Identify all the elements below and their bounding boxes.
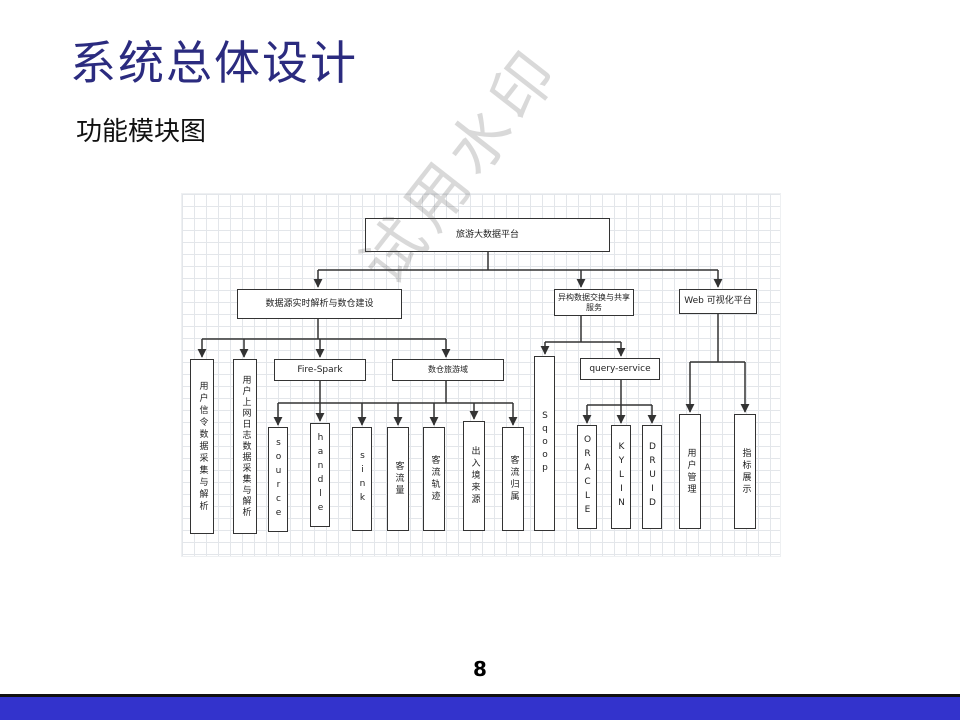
node-oracle: ORACLE — [577, 425, 597, 529]
node-fire-spark-label: Fire-Spark — [297, 364, 343, 375]
node-flow-volume: 客流量 — [387, 427, 409, 531]
node-metrics-display-label: 指标展示 — [740, 447, 751, 496]
node-exchange: 异构数据交换与共享服务 — [554, 289, 634, 316]
node-source-label: source — [273, 437, 284, 522]
node-border-origin-label: 出入境来源 — [469, 446, 480, 506]
node-sqoop-label: Sqoop — [540, 411, 550, 476]
node-druid-label: DRUID — [647, 442, 658, 512]
node-weblog-label: 用户上网日志数据采集与解析 — [240, 375, 251, 518]
node-flow-track-label: 客流轨迹 — [429, 455, 440, 503]
node-query-service: query-service — [580, 358, 660, 380]
slide-subtitle: 功能模块图 — [76, 117, 207, 147]
node-oracle-label: ORACLE — [582, 435, 593, 519]
connector-lines — [197, 252, 750, 426]
node-data-source-label: 数据源实时解析与数仓建设 — [265, 298, 374, 309]
node-border-origin: 出入境来源 — [463, 421, 485, 531]
function-module-diagram: 旅游大数据平台 数据源实时解析与数仓建设 异构数据交换与共享服务 Web 可视化… — [181, 193, 781, 557]
node-metrics-display: 指标展示 — [734, 414, 756, 529]
page-number: 8 — [473, 657, 487, 681]
footer-bar — [0, 694, 960, 720]
node-exchange-label: 异构数据交换与共享服务 — [558, 292, 630, 312]
node-weblog: 用户上网日志数据采集与解析 — [233, 359, 257, 534]
node-warehouse: 数仓旅游域 — [392, 359, 504, 381]
node-warehouse-label: 数仓旅游域 — [428, 365, 468, 375]
node-handle-label: handle — [315, 433, 326, 517]
node-sink-label: sink — [357, 451, 368, 507]
node-signaling: 用户信令数据采集与解析 — [190, 359, 214, 534]
node-kylin-label: KYLIN — [616, 442, 627, 512]
node-web-platform: Web 可视化平台 — [679, 289, 757, 314]
node-sqoop: Sqoop — [534, 356, 555, 531]
slide-title: 系统总体设计 — [70, 36, 358, 90]
node-sink: sink — [352, 427, 372, 531]
node-user-management: 用户管理 — [679, 414, 701, 529]
node-root: 旅游大数据平台 — [365, 218, 610, 252]
node-druid: DRUID — [642, 425, 662, 529]
node-web-platform-label: Web 可视化平台 — [684, 296, 752, 307]
node-flow-volume-label: 客流量 — [393, 461, 404, 497]
node-root-label: 旅游大数据平台 — [455, 229, 519, 240]
node-flow-belong-label: 客流归属 — [508, 455, 519, 503]
node-query-service-label: query-service — [589, 363, 651, 374]
node-data-source: 数据源实时解析与数仓建设 — [237, 289, 402, 319]
node-user-management-label: 用户管理 — [685, 447, 696, 496]
node-signaling-label: 用户信令数据采集与解析 — [197, 380, 208, 513]
node-fire-spark: Fire-Spark — [274, 359, 366, 381]
node-kylin: KYLIN — [611, 425, 631, 529]
node-flow-track: 客流轨迹 — [423, 427, 445, 531]
node-flow-belong: 客流归属 — [502, 427, 524, 531]
node-handle: handle — [310, 423, 330, 527]
node-source: source — [268, 427, 288, 532]
